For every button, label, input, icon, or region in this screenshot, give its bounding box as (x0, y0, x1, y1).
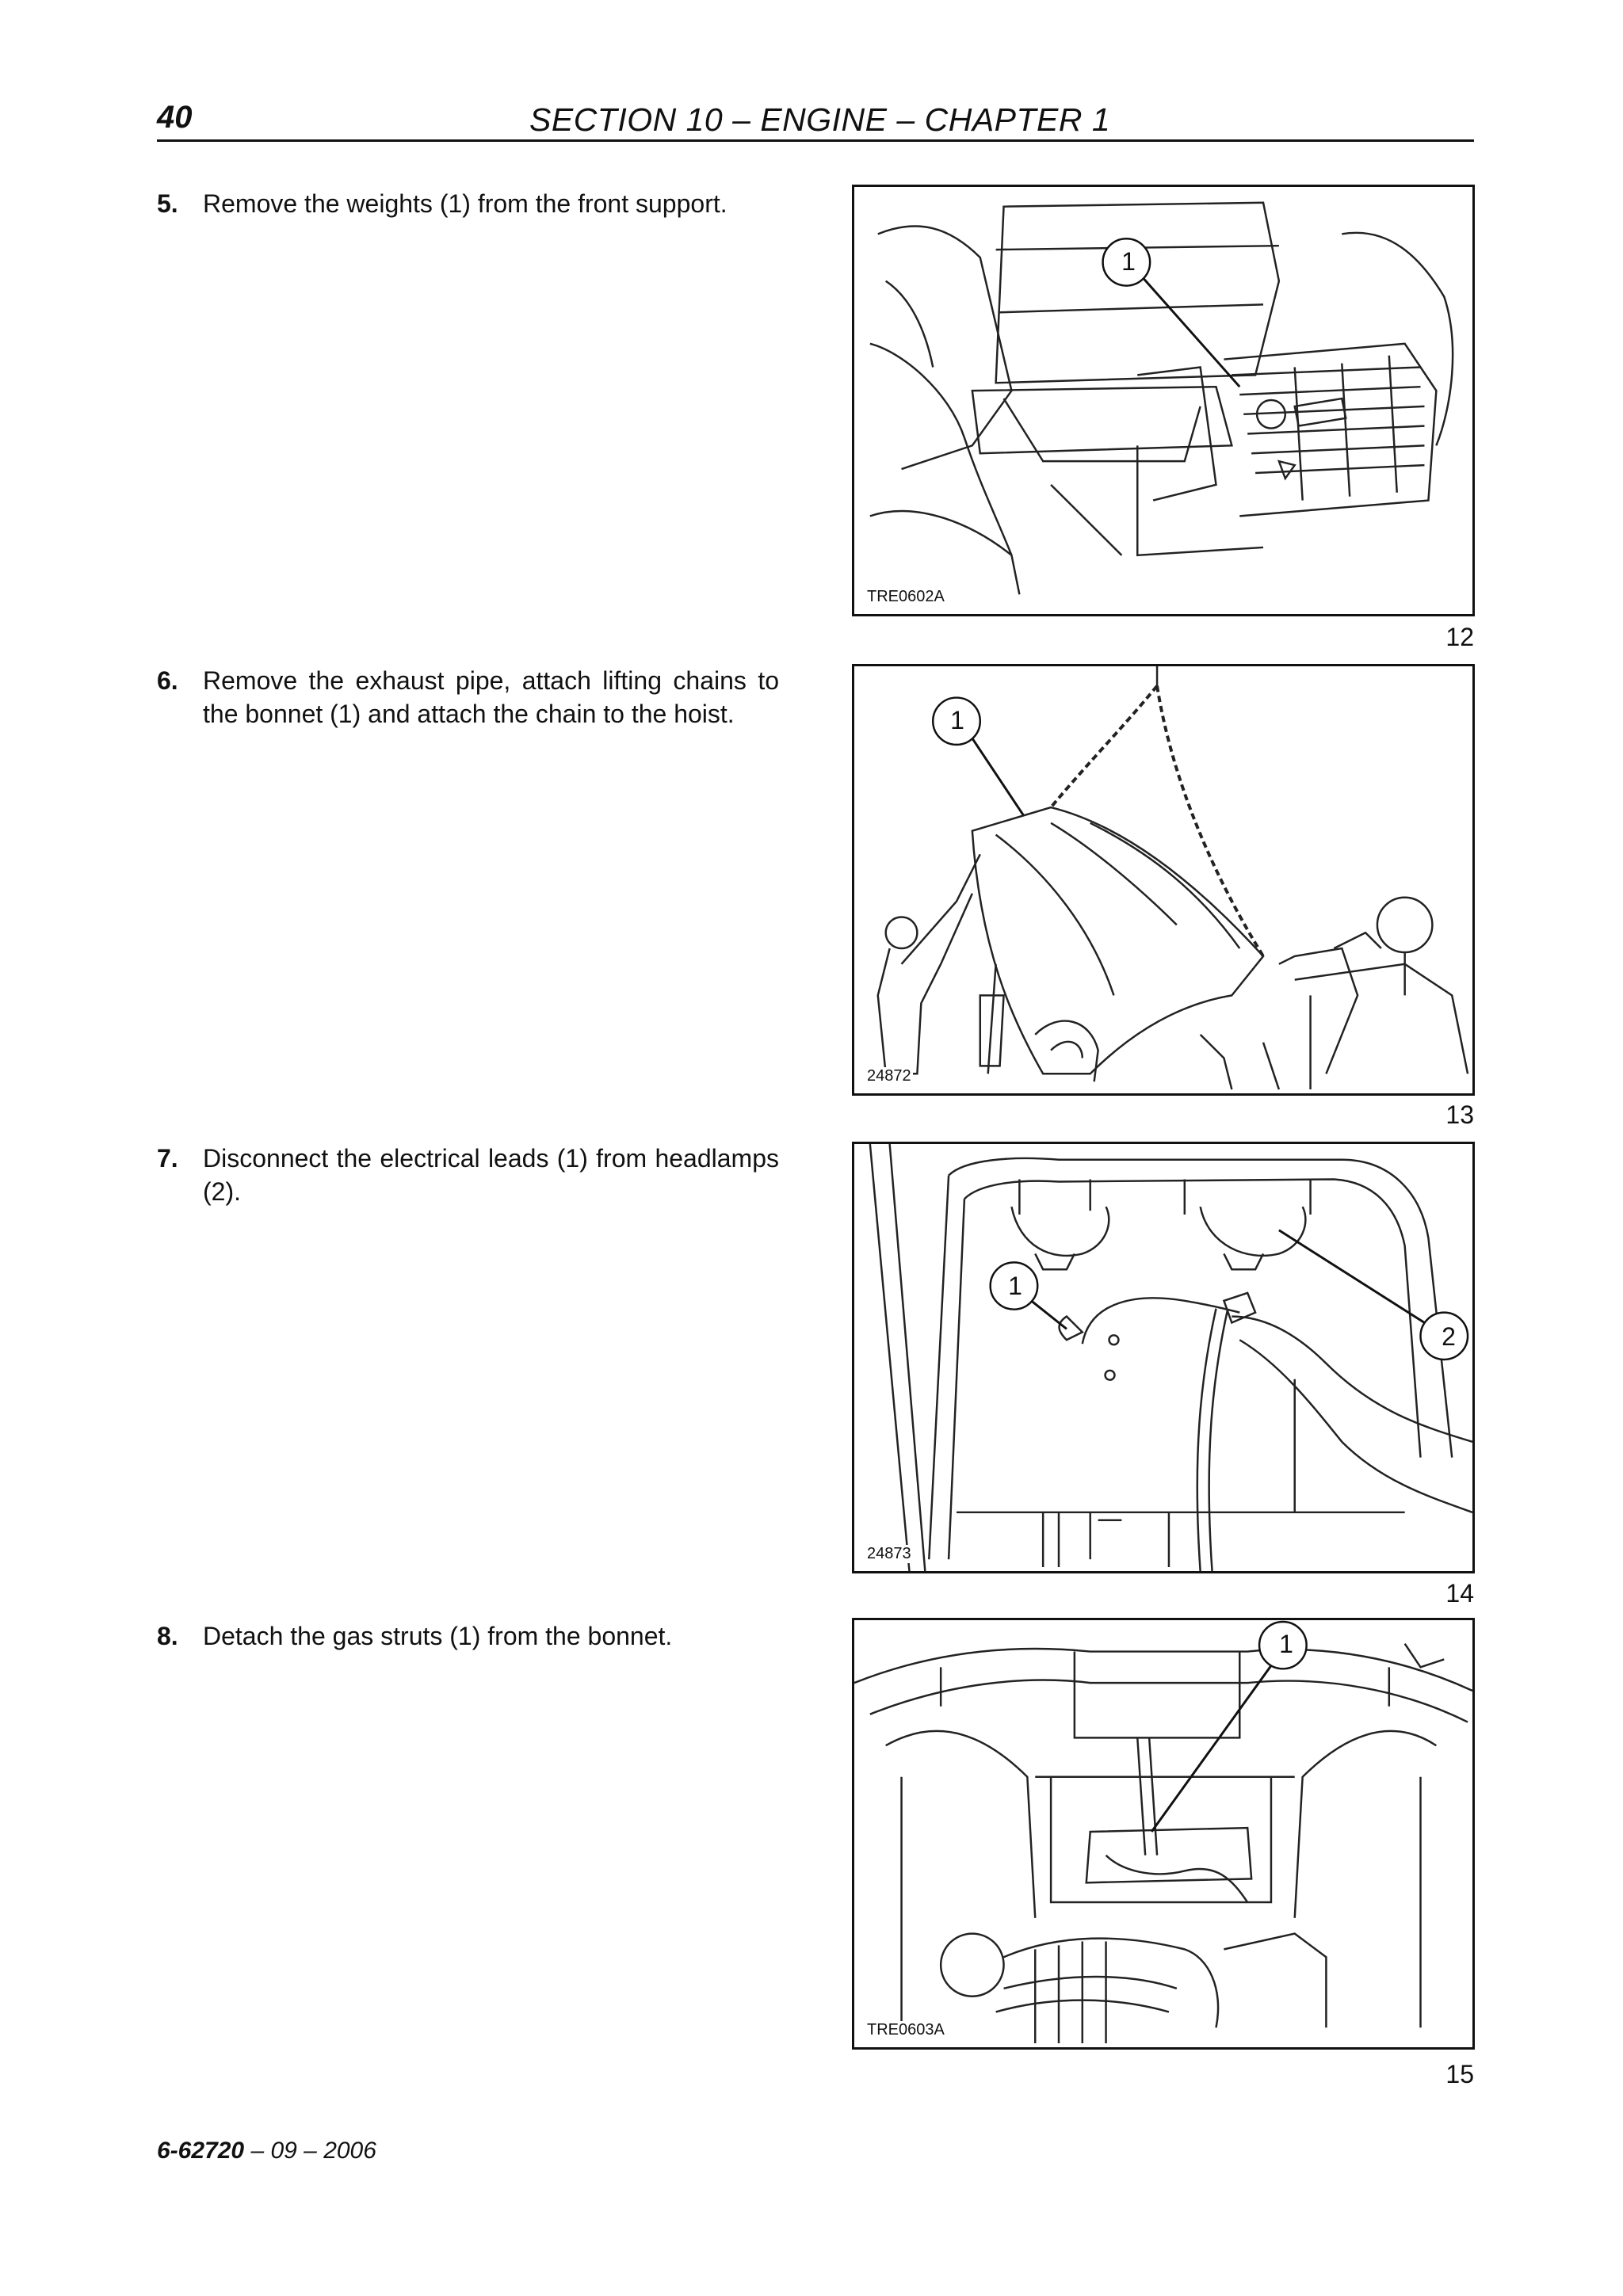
callout-1-label: 1 (1279, 1630, 1293, 1658)
step-8: 8. Detach the gas struts (1) from the bo… (157, 1619, 779, 1653)
step-6: 6. Remove the exhaust pipe, attach lifti… (157, 664, 779, 730)
figure-weights-illustration: 1 TRE0602A (852, 185, 1475, 616)
step-number: 8. (157, 1622, 178, 1650)
step-5: 5. Remove the weights (1) from the front… (157, 187, 779, 220)
step-text: Remove the weights (1) from the front su… (203, 189, 727, 218)
callout-2-label: 2 (1442, 1322, 1456, 1351)
step-number: 7. (157, 1144, 178, 1173)
publication-date: – 09 – 2006 (244, 2138, 376, 2164)
headlamps-drawing (869, 1144, 1472, 1571)
document-number: 6-62720 (157, 2138, 245, 2164)
callout-1-label: 1 (1008, 1272, 1022, 1300)
figure-number-14: 14 (1445, 1579, 1474, 1608)
page-footer: 6-62720 – 09 – 2006 (157, 2138, 376, 2164)
figure-headlamps-illustration: 1 2 24873 (852, 1142, 1475, 1573)
step-text: Disconnect the electrical leads (1) from… (203, 1144, 779, 1206)
callout-2 (1278, 1229, 1469, 1361)
bonnet-hoist-drawing (876, 666, 1469, 1090)
page-number: 40 (157, 100, 193, 135)
step-text: Detach the gas struts (1) from the bonne… (203, 1622, 673, 1650)
step-text: Remove the exhaust pipe, attach lifting … (203, 666, 779, 728)
section-title: SECTION 10 – ENGINE – CHAPTER 1 (529, 101, 1111, 138)
callout-1 (931, 696, 1025, 816)
gas-struts-drawing (854, 1620, 1472, 2044)
weights-drawing (869, 201, 1454, 595)
callout-1 (989, 1261, 1067, 1330)
figure-gas-struts-illustration: 1 TRE0603A (852, 1618, 1475, 2050)
figure-number-15: 15 (1445, 2060, 1474, 2088)
page-header: 40 SECTION 10 – ENGINE – CHAPTER 1 (157, 93, 1474, 142)
figure-number-12: 12 (1445, 623, 1474, 651)
figure-number-13: 13 (1445, 1100, 1474, 1129)
step-7: 7. Disconnect the electrical leads (1) f… (157, 1142, 779, 1208)
step-number: 6. (157, 666, 178, 695)
callout-1-label: 1 (950, 706, 964, 734)
figure-bonnet-hoist-illustration: 1 24872 (852, 664, 1475, 1096)
figure-code: TRE0603A (865, 2021, 946, 2039)
step-number: 5. (157, 189, 178, 218)
callout-1 (1150, 1620, 1308, 1833)
figure-code: TRE0602A (865, 588, 946, 606)
callout-1 (1102, 238, 1241, 388)
figure-code: 24873 (865, 1545, 913, 1563)
callout-1-label: 1 (1121, 247, 1136, 276)
figure-code: 24872 (865, 1067, 913, 1085)
